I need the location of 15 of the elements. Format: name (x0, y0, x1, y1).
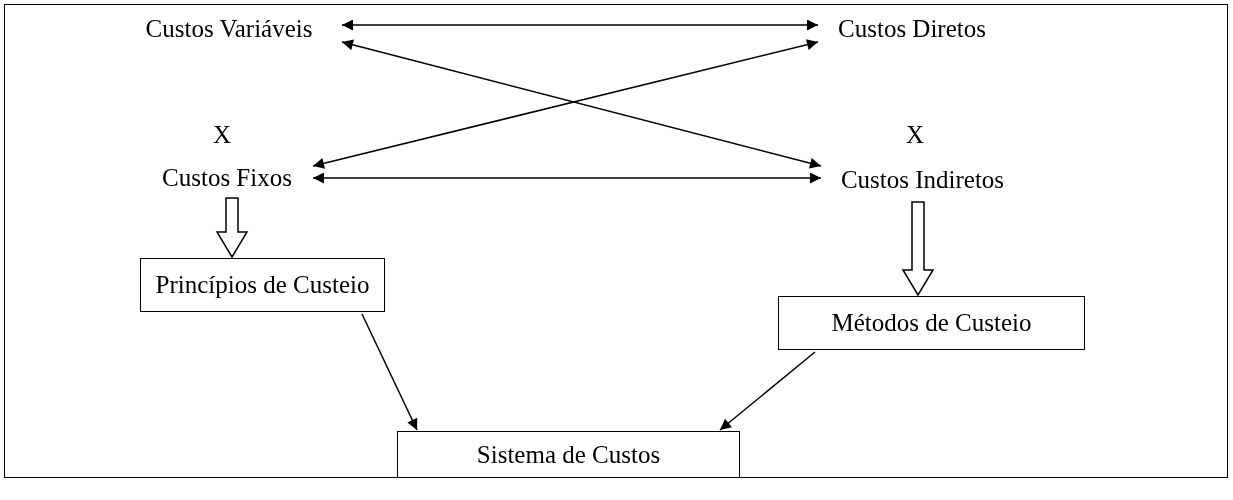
arrow (719, 351, 816, 431)
concept-label: Custos Indiretos (823, 160, 1022, 200)
arrow (361, 313, 418, 431)
block-arrow (901, 201, 935, 297)
concept-label: Custos Variáveis (118, 10, 340, 48)
process-box: Sistema de Custos (397, 431, 740, 478)
concept-label: Custos Fixos (143, 160, 311, 196)
double-arrow (312, 172, 822, 184)
double-arrow (341, 19, 819, 31)
process-box: Princípios de Custeio (140, 258, 385, 312)
block-arrow (215, 197, 249, 259)
versus-label: X (212, 121, 232, 149)
concept-label: Custos Diretos (820, 10, 1004, 48)
versus-label: X (905, 121, 925, 149)
process-box: Métodos de Custeio (778, 296, 1085, 350)
